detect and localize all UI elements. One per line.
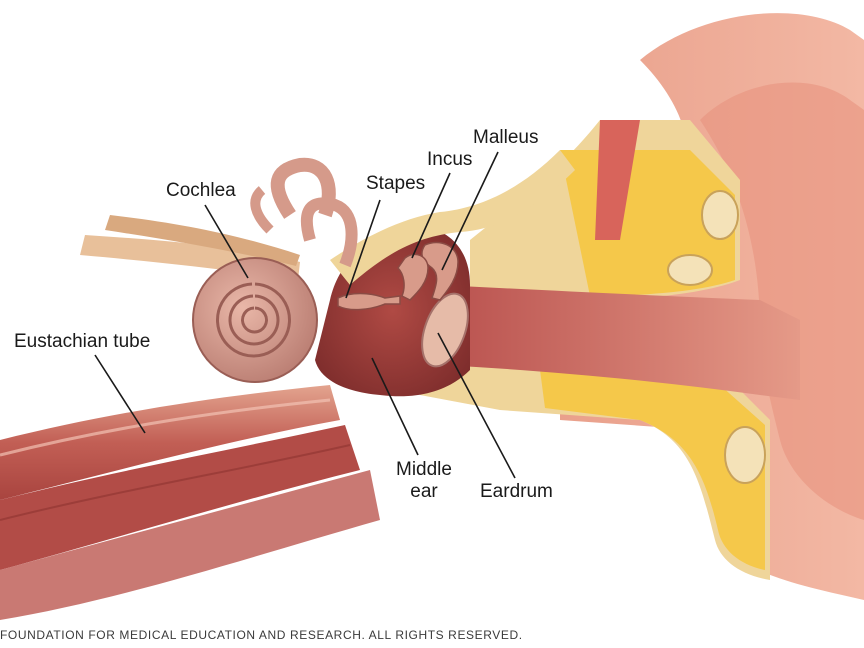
copyright-text: FOUNDATION FOR MEDICAL EDUCATION AND RES… [0, 628, 523, 642]
label-eardrum: Eardrum [480, 481, 553, 502]
leader-cochlea [204, 204, 249, 279]
label-middle-ear-line1: Middle [396, 459, 452, 480]
leader-middle-ear [371, 357, 419, 456]
label-cochlea: Cochlea [166, 180, 236, 201]
leader-eardrum [437, 332, 516, 479]
leader-stapes [345, 199, 381, 299]
label-stapes: Stapes [366, 173, 426, 194]
ear-canal-shape [440, 285, 800, 400]
lower-bone-shape [420, 360, 770, 580]
leader-incus [411, 172, 451, 259]
label-malleus: Malleus [473, 127, 539, 148]
leader-eustachian [94, 354, 146, 434]
label-middle-ear: Middle ear [392, 459, 456, 503]
leader-lines [94, 151, 516, 479]
label-middle-ear-line2: ear [410, 481, 438, 502]
cochlea-shape [192, 157, 358, 383]
eardrum-shape [421, 292, 469, 368]
leader-malleus [441, 151, 499, 271]
eustachian-tube-shape [0, 385, 380, 620]
label-eustachian-tube: Eustachian tube [14, 331, 151, 352]
upper-bone-shape [470, 120, 740, 300]
label-incus: Incus [427, 149, 473, 170]
